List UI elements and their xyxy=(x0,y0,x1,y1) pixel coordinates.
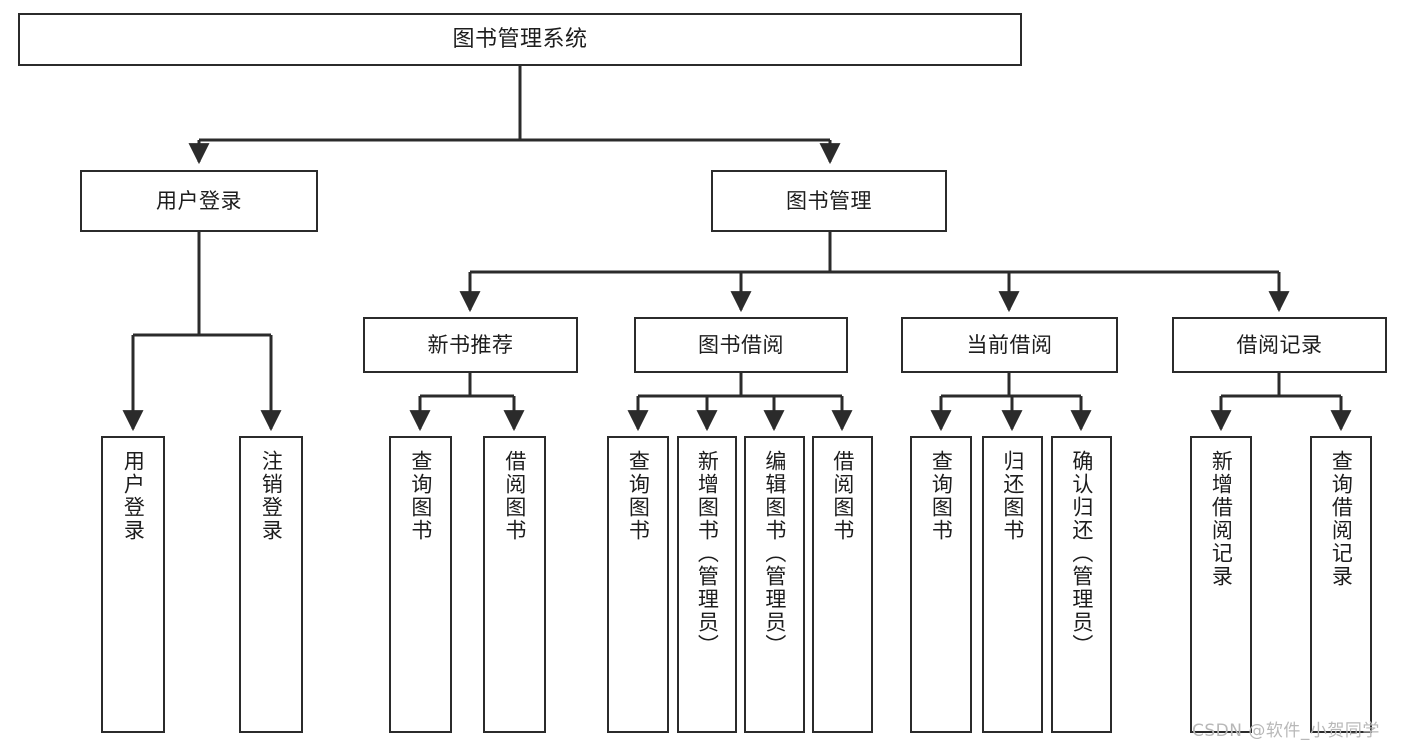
leaf-borrow-book-1-label: 借阅图书 xyxy=(502,450,527,542)
leaf-add-record[interactable]: 新增借阅记录 xyxy=(1190,436,1252,733)
node-user-login-label: 用户登录 xyxy=(156,188,242,213)
leaf-add-book-label: 新增图书（管理员） xyxy=(695,450,720,657)
leaf-logout[interactable]: 注销登录 xyxy=(239,436,303,733)
node-book-manage[interactable]: 图书管理 xyxy=(711,170,947,232)
node-root-label: 图书管理系统 xyxy=(452,26,588,52)
node-book-borrow[interactable]: 图书借阅 xyxy=(634,317,848,373)
leaf-query-book-1[interactable]: 查询图书 xyxy=(389,436,452,733)
leaf-borrow-book-1[interactable]: 借阅图书 xyxy=(483,436,546,733)
leaf-query-book-2-label: 查询图书 xyxy=(626,450,651,542)
leaf-borrow-book-2[interactable]: 借阅图书 xyxy=(812,436,873,733)
node-borrow-record-label: 借阅记录 xyxy=(1236,332,1323,357)
node-borrow-record[interactable]: 借阅记录 xyxy=(1172,317,1387,373)
leaf-return-book-label: 归还图书 xyxy=(1000,450,1025,542)
leaf-query-book-1-label: 查询图书 xyxy=(408,450,433,542)
leaf-edit-book[interactable]: 编辑图书（管理员） xyxy=(744,436,805,733)
leaf-confirm-return-label: 确认归还（管理员） xyxy=(1069,450,1094,657)
csdn-watermark: CSDN @软件_小贺同学 xyxy=(1192,721,1380,741)
leaf-return-book[interactable]: 归还图书 xyxy=(982,436,1043,733)
leaf-user-login-label: 用户登录 xyxy=(121,450,146,542)
node-new-book-recommend-label: 新书推荐 xyxy=(427,332,514,357)
leaf-confirm-return[interactable]: 确认归还（管理员） xyxy=(1051,436,1112,733)
leaf-query-book-3-label: 查询图书 xyxy=(929,450,954,542)
node-current-borrow-label: 当前借阅 xyxy=(966,332,1053,357)
node-book-manage-label: 图书管理 xyxy=(786,188,872,213)
leaf-borrow-book-2-label: 借阅图书 xyxy=(830,450,855,542)
node-book-borrow-label: 图书借阅 xyxy=(698,332,784,357)
leaf-query-record-label: 查询借阅记录 xyxy=(1329,450,1354,588)
node-new-book-recommend[interactable]: 新书推荐 xyxy=(363,317,578,373)
leaf-edit-book-label: 编辑图书（管理员） xyxy=(762,450,787,657)
leaf-user-login[interactable]: 用户登录 xyxy=(101,436,165,733)
leaf-add-record-label: 新增借阅记录 xyxy=(1209,450,1234,588)
node-user-login[interactable]: 用户登录 xyxy=(80,170,318,232)
node-current-borrow[interactable]: 当前借阅 xyxy=(901,317,1118,373)
node-root[interactable]: 图书管理系统 xyxy=(18,13,1022,66)
leaf-query-record[interactable]: 查询借阅记录 xyxy=(1310,436,1372,733)
leaf-add-book[interactable]: 新增图书（管理员） xyxy=(677,436,737,733)
leaf-query-book-2[interactable]: 查询图书 xyxy=(607,436,669,733)
leaf-logout-label: 注销登录 xyxy=(259,450,284,542)
leaf-query-book-3[interactable]: 查询图书 xyxy=(910,436,972,733)
